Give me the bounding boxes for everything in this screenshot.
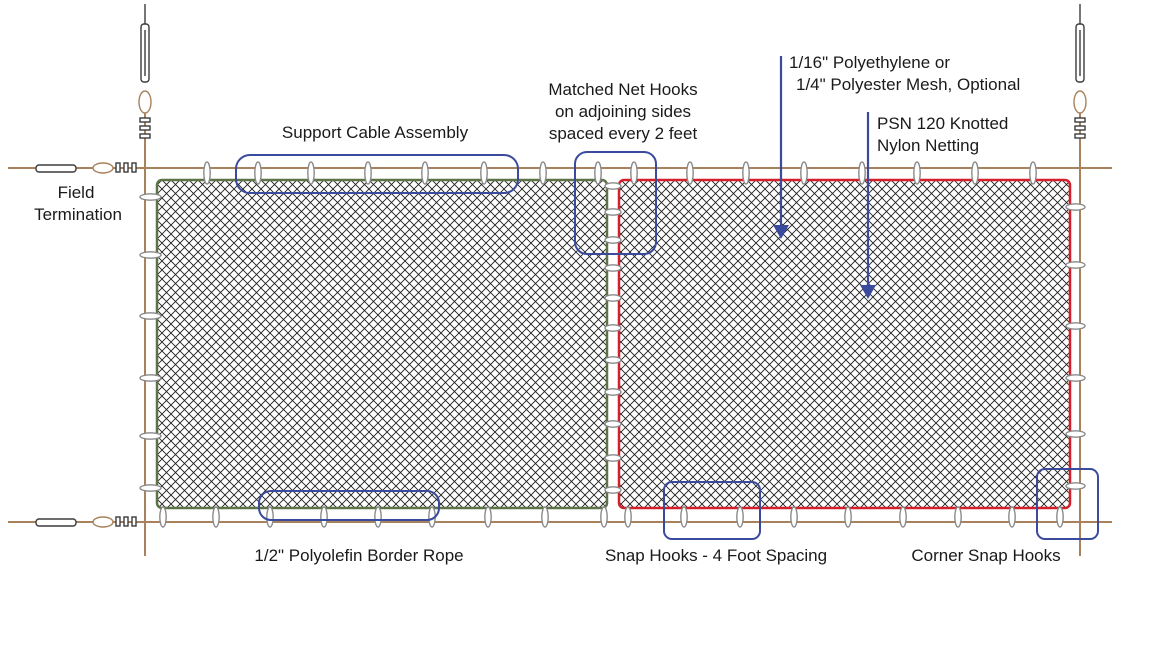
left-net-panel: [155, 178, 609, 510]
snap-hook: [139, 193, 162, 201]
label-corner-snap-hooks: Corner Snap Hooks: [911, 546, 1060, 565]
snap-hook: [736, 506, 744, 528]
left-vertical-turnbuckle: [138, 4, 152, 150]
label-field-termination-1: Field: [58, 183, 95, 202]
snap-hook: [484, 506, 492, 528]
snap-hook: [800, 161, 808, 185]
snap-hook: [954, 506, 962, 528]
snap-hook: [139, 251, 162, 259]
callout-corner-snap-hooks: [1036, 468, 1099, 540]
callout-support-cable-assembly: [235, 154, 519, 194]
snap-hook: [139, 432, 162, 440]
label-mesh-1: 1/16" Polyethylene or: [789, 53, 950, 72]
snap-hook: [604, 420, 622, 428]
snap-hook: [604, 356, 622, 364]
snap-hook: [624, 506, 632, 528]
callout-border-rope: [258, 490, 440, 521]
right-vertical-turnbuckle: [1073, 4, 1087, 150]
snap-hook: [604, 324, 622, 332]
snap-hook: [604, 486, 622, 494]
psn-arrow-head: [860, 285, 876, 299]
snap-hook: [604, 182, 622, 190]
label-border-rope: 1/2" Polyolefin Border Rope: [254, 546, 463, 565]
snap-hook: [374, 506, 382, 528]
snap-hook: [604, 208, 622, 216]
label-matched-hooks-1: Matched Net Hooks: [548, 80, 697, 99]
label-psn-1: PSN 120 Knotted: [877, 114, 1008, 133]
snap-hook: [858, 161, 866, 185]
label-matched-hooks-3: spaced every 2 feet: [549, 124, 698, 143]
snap-hook: [604, 236, 622, 244]
snap-hook: [600, 506, 608, 528]
snap-hook: [203, 161, 211, 185]
snap-hook: [630, 161, 638, 185]
snap-hook: [266, 506, 274, 528]
snap-hook: [1065, 374, 1086, 382]
snap-hook: [971, 161, 979, 185]
snap-hook: [844, 506, 852, 528]
bottom-field-termination-turnbuckle: [35, 516, 137, 528]
snap-hook: [1065, 482, 1086, 490]
snap-hook: [539, 161, 547, 185]
right-net-panel: [617, 178, 1072, 510]
snap-hook: [1008, 506, 1016, 528]
snap-hook: [320, 506, 328, 528]
snap-hook: [899, 506, 907, 528]
snap-hook: [159, 506, 167, 528]
callout-snap-hooks: [663, 481, 761, 540]
snap-hook: [139, 484, 162, 492]
label-psn-2: Nylon Netting: [877, 136, 979, 155]
callout-matched-net-hooks: [574, 151, 657, 255]
snap-hook: [1056, 506, 1064, 528]
snap-hook: [604, 388, 622, 396]
snap-hook: [1065, 261, 1086, 269]
label-support-cable-assembly: Support Cable Assembly: [282, 123, 469, 142]
label-matched-hooks-2: on adjoining sides: [555, 102, 691, 121]
snap-hook: [139, 312, 162, 320]
mesh-arrow-head: [773, 225, 789, 239]
snap-hook: [307, 161, 315, 185]
snap-hook: [686, 161, 694, 185]
snap-hook: [254, 161, 262, 185]
snap-hook: [212, 506, 220, 528]
snap-hook: [604, 264, 622, 272]
snap-hook: [1065, 203, 1086, 211]
snap-hook: [604, 294, 622, 302]
snap-hook: [594, 161, 602, 185]
snap-hook: [913, 161, 921, 185]
snap-hooks: [139, 161, 1086, 528]
label-mesh-2: 1/4" Polyester Mesh, Optional: [796, 75, 1020, 94]
snap-hook: [541, 506, 549, 528]
snap-hook: [1029, 161, 1037, 185]
snap-hook: [1065, 430, 1086, 438]
label-field-termination-2: Termination: [34, 205, 122, 224]
snap-hook: [1065, 322, 1086, 330]
snap-hook: [604, 454, 622, 462]
snap-hook: [421, 161, 429, 185]
callout-boxes: [235, 151, 1099, 540]
snap-hook: [139, 374, 162, 382]
snap-hook: [680, 506, 688, 528]
snap-hook: [480, 161, 488, 185]
snap-hook: [364, 161, 372, 185]
callout-arrows: [773, 56, 876, 299]
label-snap-hooks: Snap Hooks - 4 Foot Spacing: [605, 546, 827, 565]
snap-hook: [790, 506, 798, 528]
top-field-termination-turnbuckle: [35, 162, 137, 174]
snap-hook: [742, 161, 750, 185]
